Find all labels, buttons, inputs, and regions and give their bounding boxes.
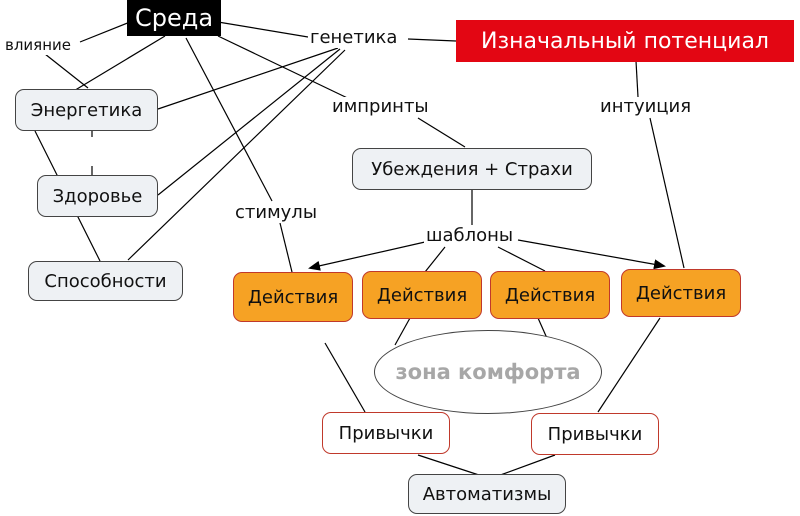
line-genetika-sposobnosti bbox=[127, 49, 346, 261]
label-genetika: генетика bbox=[308, 27, 400, 48]
line-imprinty-beliefs bbox=[417, 117, 466, 148]
node-zdorovie: Здоровье bbox=[37, 175, 158, 217]
label-stimuly: стимулы bbox=[233, 202, 320, 223]
arrow-shablony-action1 bbox=[308, 241, 426, 271]
line-potential-intuiciya bbox=[635, 60, 639, 98]
label-shablony: шаблоны bbox=[424, 225, 516, 246]
line-stimuly-action1 bbox=[279, 222, 293, 273]
line-sreda-imprinty bbox=[217, 35, 361, 105]
node-action-1: Действия bbox=[233, 272, 353, 322]
node-sreda: Среда bbox=[127, 0, 221, 36]
comfort-zone-label: зона комфорта bbox=[395, 360, 581, 384]
line-habits2-auto bbox=[494, 454, 556, 478]
node-sposobnosti: Способности bbox=[28, 261, 183, 301]
line-intuiciya-action4 bbox=[649, 117, 685, 269]
label-imprinty: импринты bbox=[330, 96, 431, 117]
node-automatisms: Автоматизмы bbox=[408, 474, 566, 514]
node-action-2: Действия bbox=[362, 271, 482, 319]
line-sreda-stimuly bbox=[185, 37, 273, 202]
arrow-shablony-action4 bbox=[517, 239, 666, 270]
line-sreda-energetika bbox=[71, 35, 166, 93]
node-habits-2: Привычки bbox=[531, 413, 659, 455]
label-vliyanie: влияние bbox=[3, 35, 73, 55]
line-vliyanie-energetika bbox=[44, 53, 89, 89]
node-energetika: Энергетика bbox=[15, 89, 158, 131]
line-habits1-auto bbox=[417, 454, 486, 478]
line-genetika-zdorovie bbox=[157, 48, 341, 196]
node-action-3: Действия bbox=[490, 271, 610, 319]
label-intuiciya: интуиция bbox=[598, 96, 694, 117]
line-shablony-action3 bbox=[497, 246, 546, 272]
line-action4-habits2 bbox=[597, 317, 661, 413]
node-beliefs: Убеждения + Страхи bbox=[352, 148, 592, 190]
node-potential: Изначальный потенциал bbox=[456, 20, 794, 62]
node-habits-1: Привычки bbox=[322, 412, 450, 454]
line-shablony-action2 bbox=[424, 246, 446, 273]
comfort-zone-ellipse: зона комфорта bbox=[374, 330, 602, 414]
line-action2-habits1 bbox=[394, 317, 411, 346]
line-sreda-genetika bbox=[217, 21, 309, 38]
line-action1-habits1 bbox=[324, 342, 366, 413]
line-genetika-energetika bbox=[157, 47, 339, 110]
line-genetika-potential bbox=[407, 38, 457, 42]
line-sreda-vliyanie bbox=[79, 21, 131, 43]
node-action-4: Действия bbox=[621, 269, 741, 317]
